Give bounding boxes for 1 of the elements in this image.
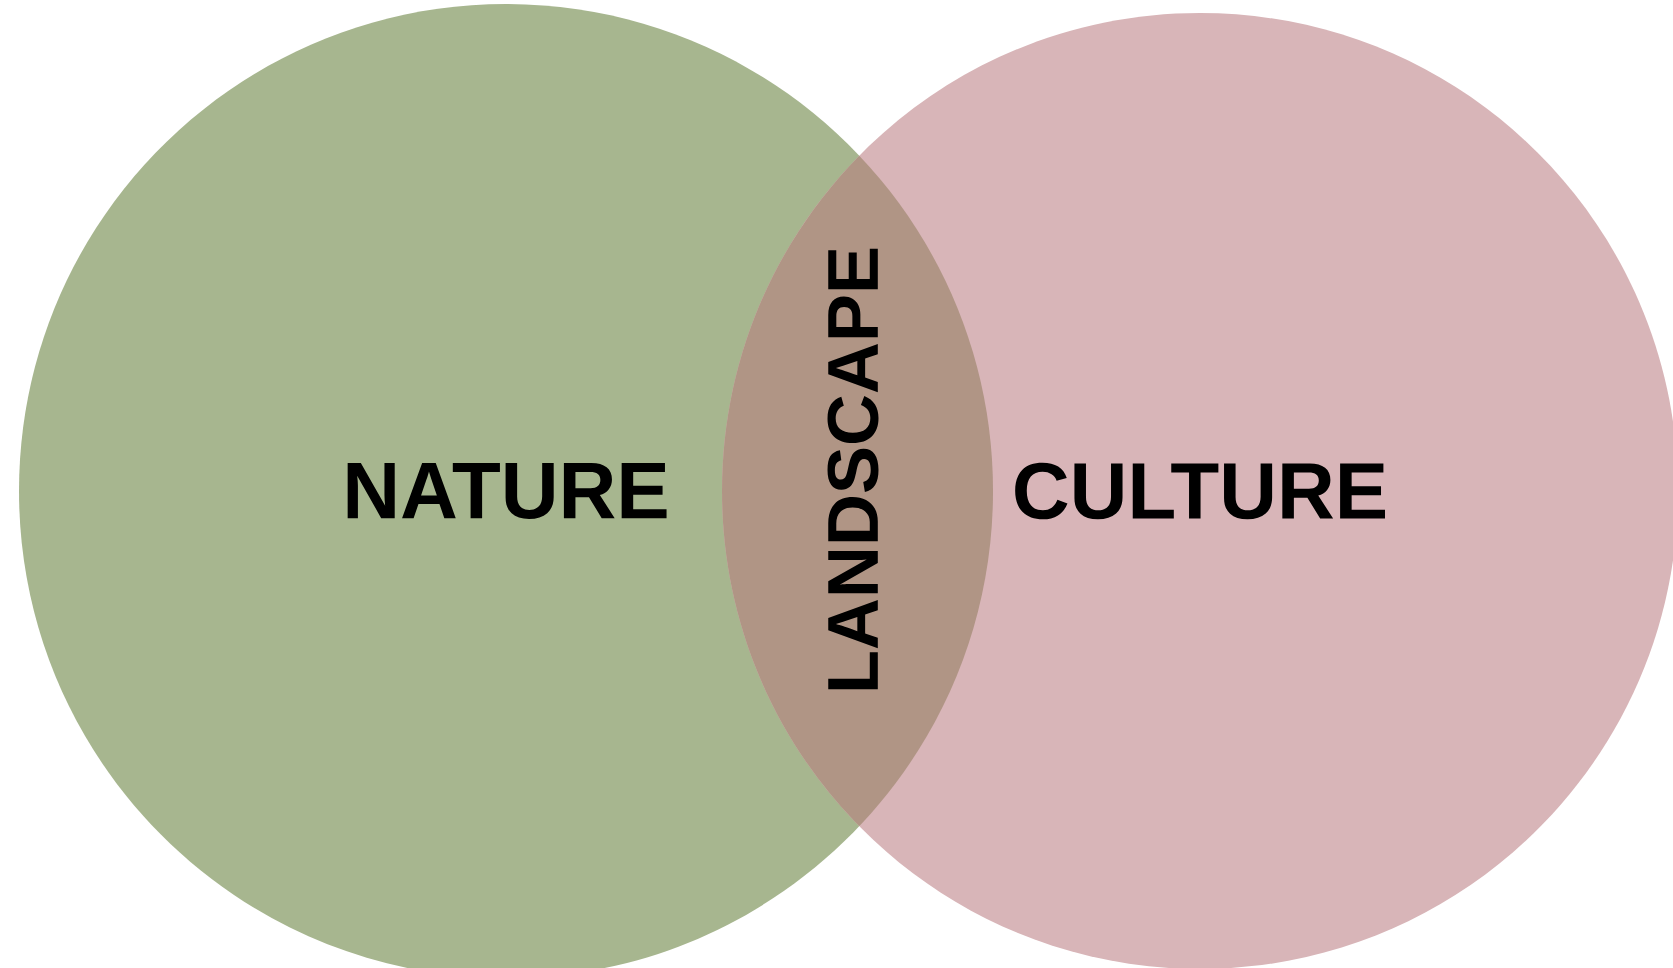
overlap-region: LANDSCAPE (827, 248, 879, 690)
